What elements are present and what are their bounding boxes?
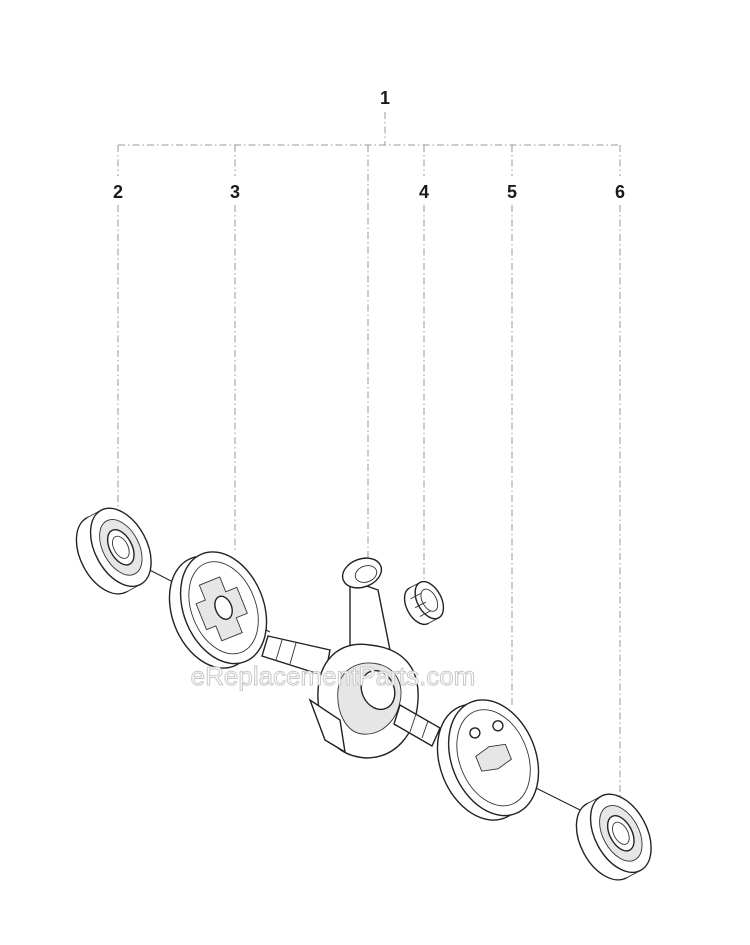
counterweight-left (168, 551, 268, 669)
connecting-rod (341, 557, 393, 661)
ball-bearing-right (575, 793, 652, 881)
callout-4: 4 (419, 182, 429, 202)
needle-bearing (403, 580, 445, 626)
counterweight-right (436, 699, 540, 821)
callout-2: 2 (113, 182, 123, 202)
callout-6: 6 (615, 182, 625, 202)
crankshaft-right-shaft (393, 703, 441, 747)
callout-3: 3 (230, 182, 240, 202)
callout-5: 5 (507, 182, 517, 202)
watermark: eReplacementParts.com (191, 661, 476, 691)
callout-1: 1 (380, 88, 390, 108)
leader-lines (117, 112, 621, 800)
crankshaft-body (308, 643, 419, 759)
ball-bearing-left (75, 507, 152, 595)
